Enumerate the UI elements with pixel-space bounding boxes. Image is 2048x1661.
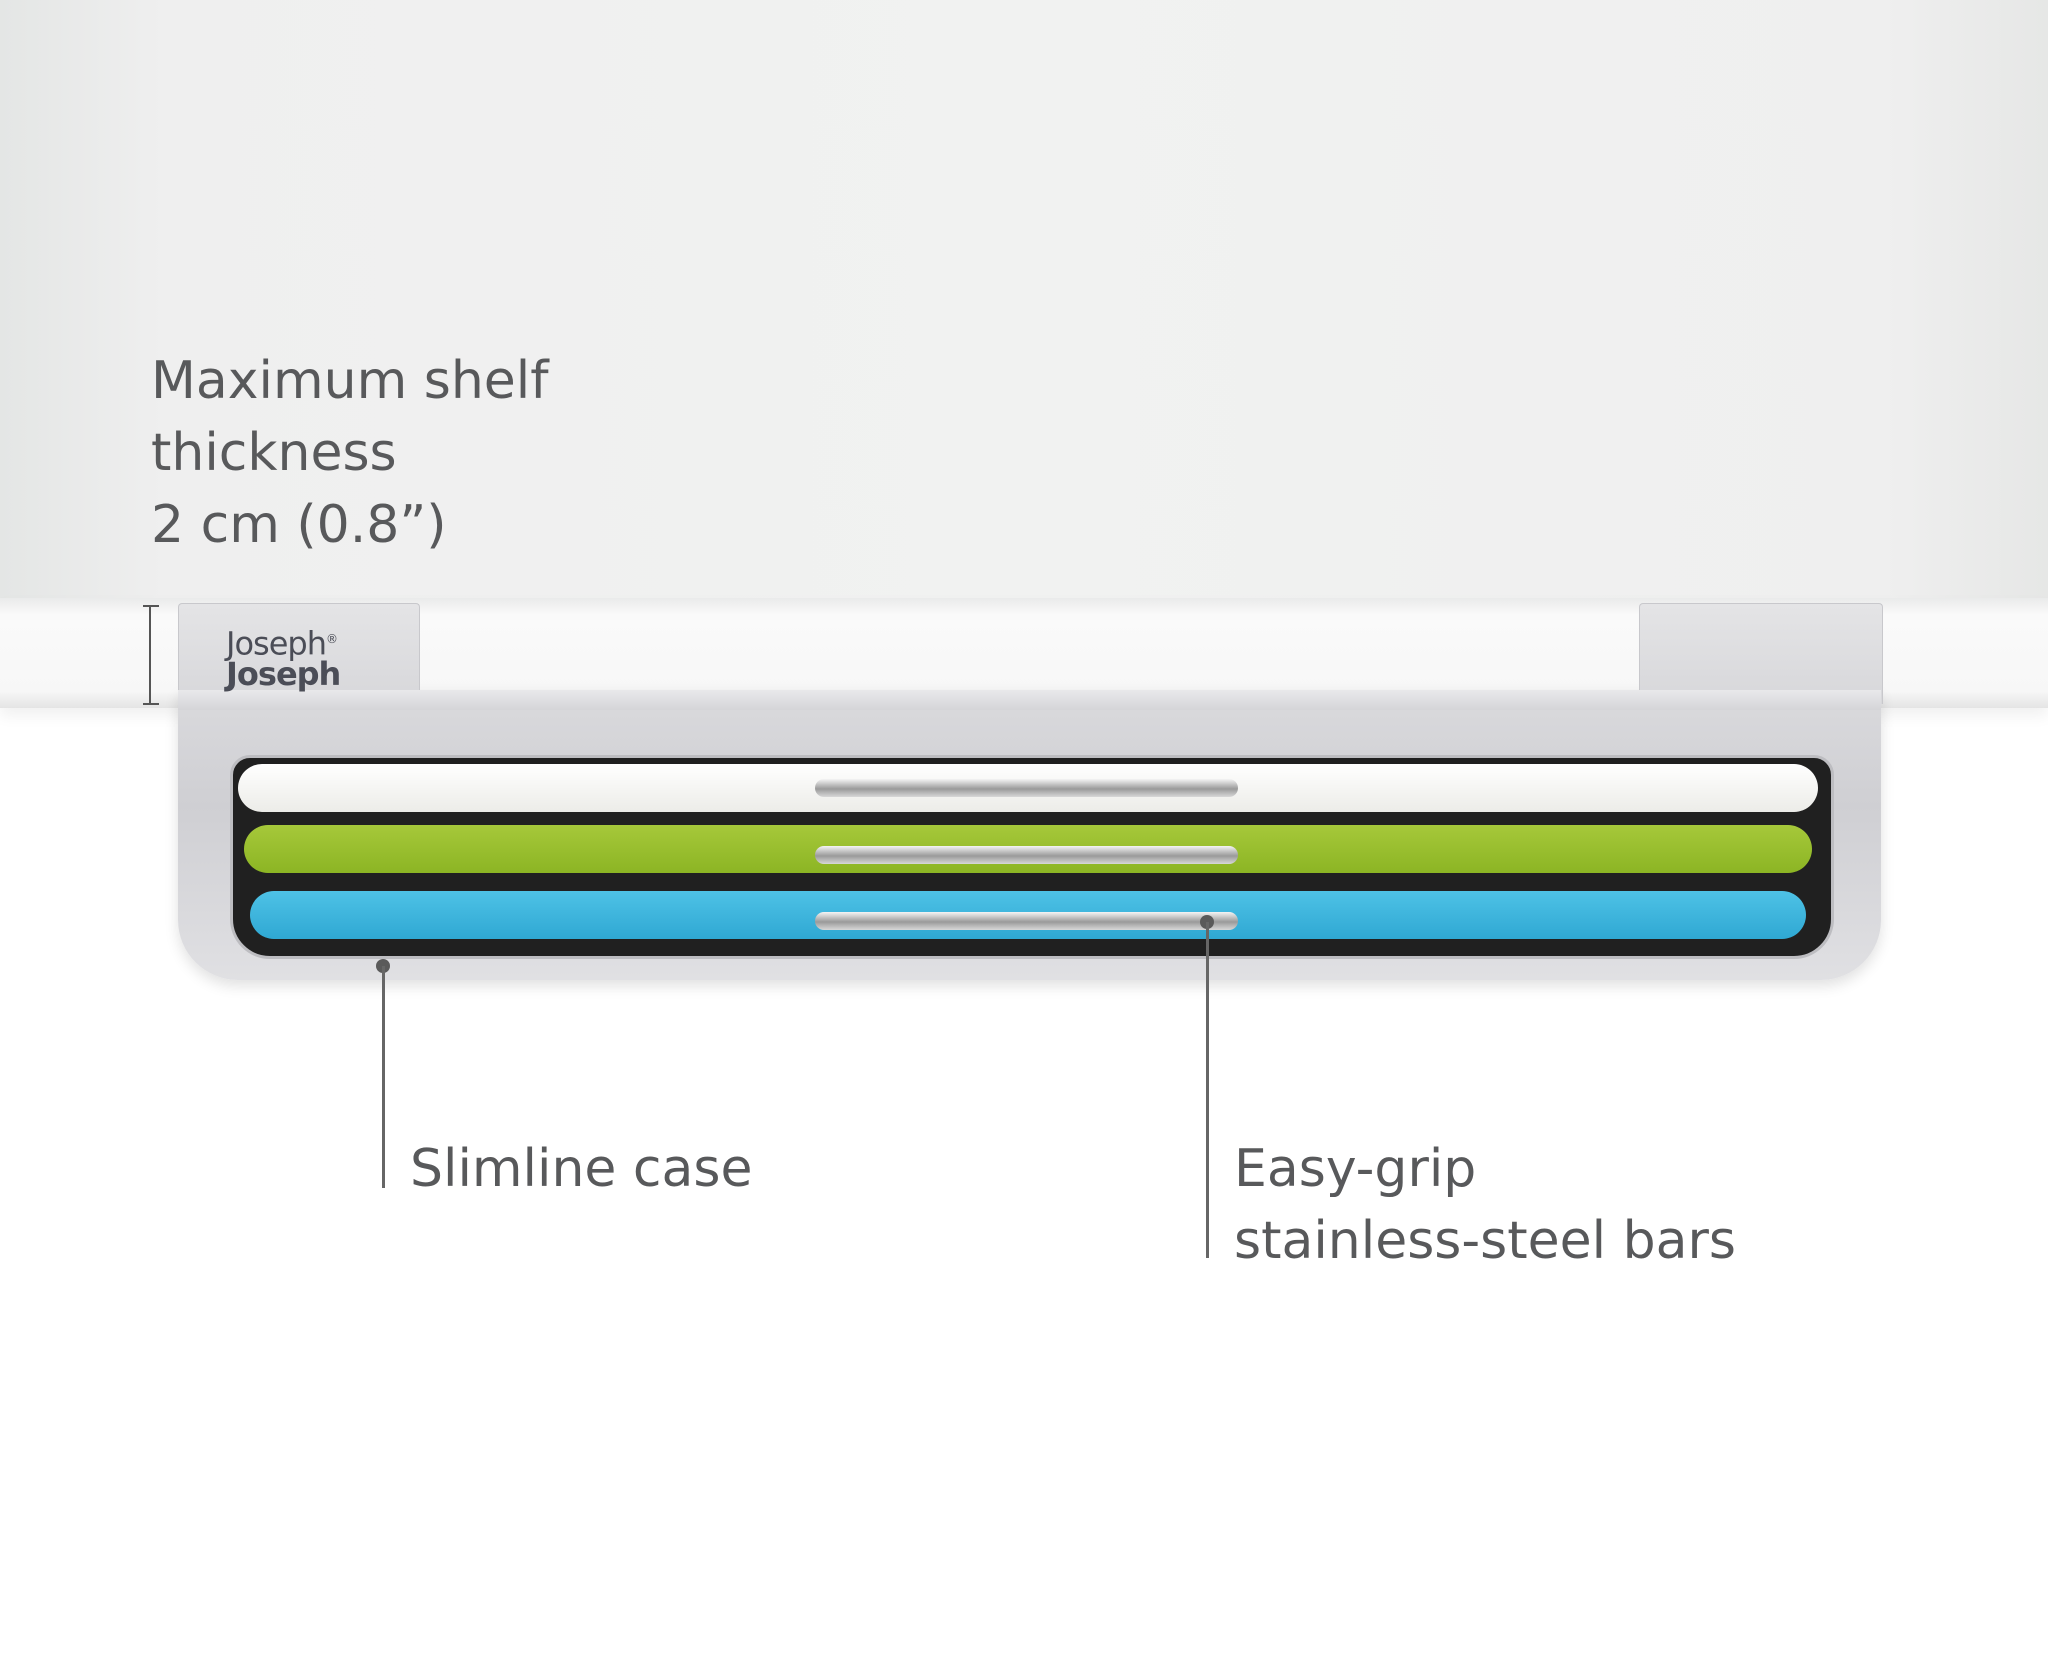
- steel-bar: [815, 912, 1238, 930]
- label-line: Easy-grip: [1234, 1139, 1477, 1199]
- callout-line: [1206, 922, 1209, 1258]
- label-line: stainless-steel bars: [1234, 1211, 1736, 1271]
- label-line: 2 cm (0.8”): [151, 495, 447, 555]
- registered-mark: ®: [325, 632, 338, 646]
- callout-line: [382, 966, 385, 1188]
- case-label: Slimline case: [410, 1139, 753, 1199]
- bars-label: Easy-grip stainless-steel bars: [1234, 1133, 1736, 1277]
- label-line: thickness: [151, 423, 397, 483]
- steel-bar: [815, 846, 1238, 864]
- wall-background: [0, 0, 2048, 600]
- case-right-tab: [1639, 603, 1883, 704]
- shelf-thickness-label: Maximum shelf thickness 2 cm (0.8”): [151, 345, 549, 561]
- logo-line-2: Joseph: [226, 654, 341, 693]
- steel-bar: [815, 779, 1238, 797]
- case-left-tab: [178, 603, 420, 704]
- label-line: Maximum shelf: [151, 351, 549, 411]
- logo-line-1: Joseph: [226, 624, 327, 663]
- brand-logo: Joseph® Joseph: [226, 624, 341, 693]
- case-top-edge: [178, 690, 1881, 710]
- thickness-bracket-icon: [143, 605, 159, 705]
